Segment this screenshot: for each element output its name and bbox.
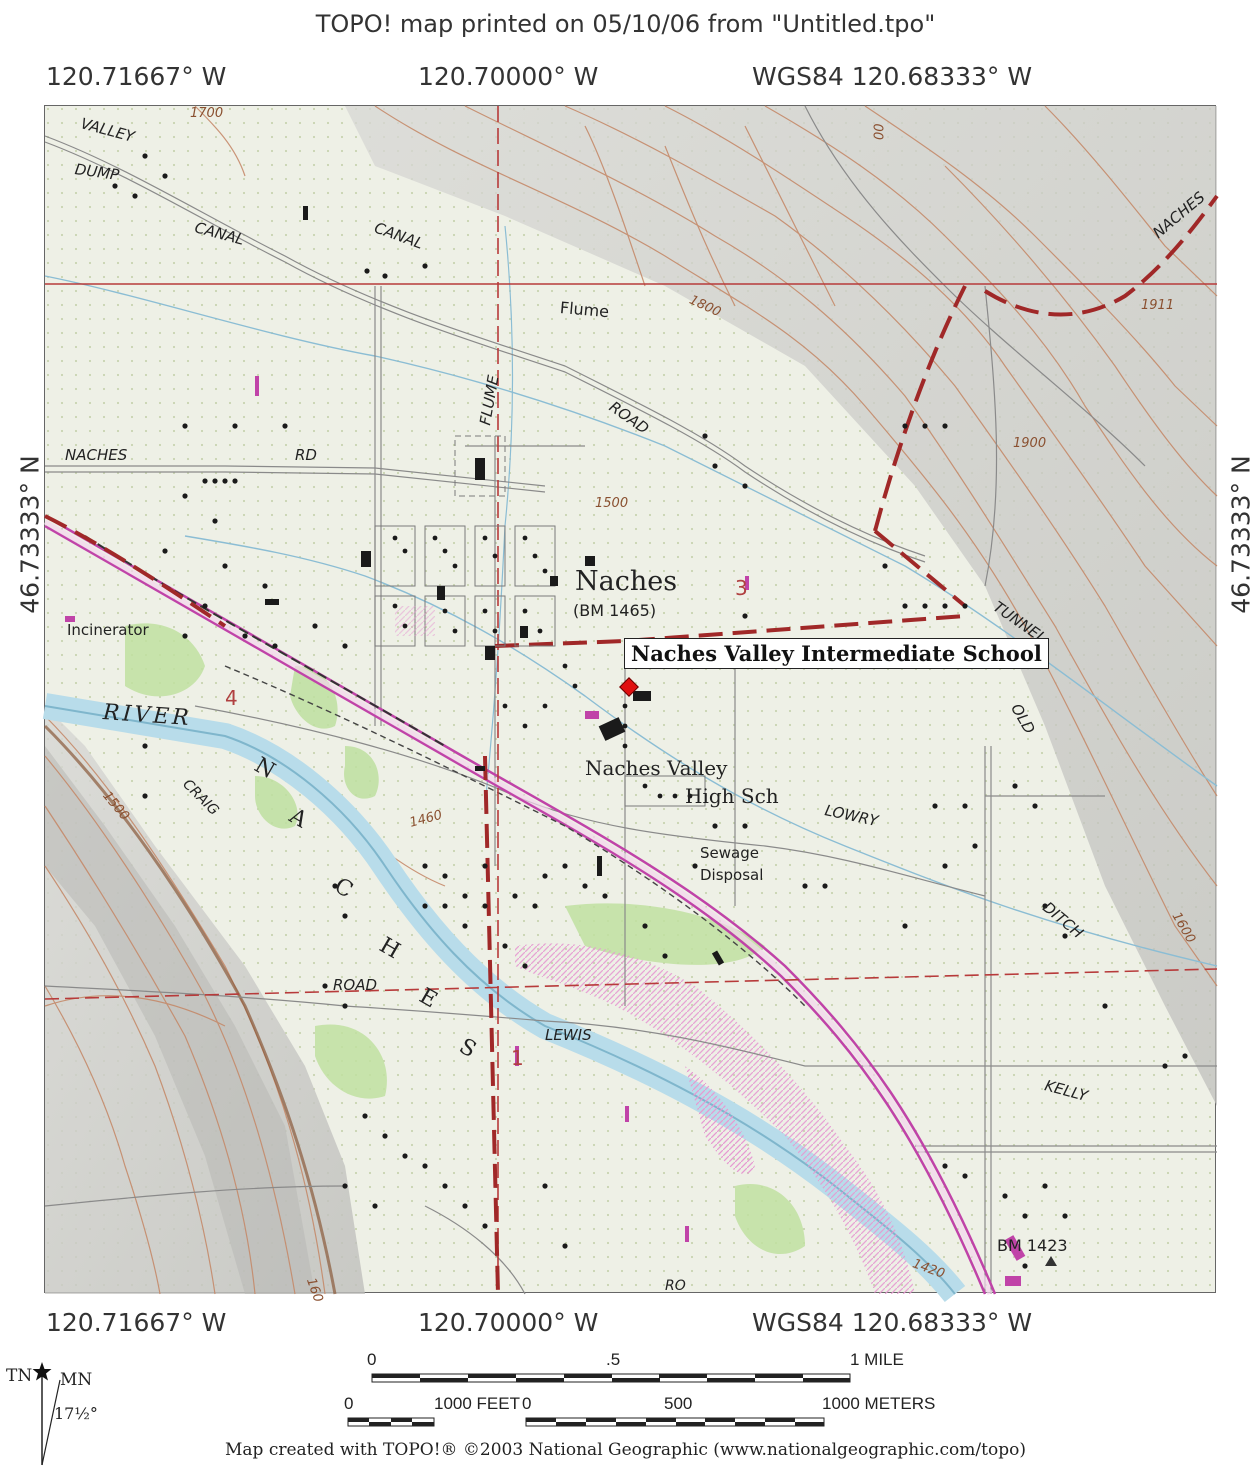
northeast-hills bbox=[345, 106, 1217, 1106]
scale-mile-zero: 0 bbox=[367, 1350, 377, 1369]
pink-features bbox=[65, 376, 1026, 1286]
longitude-bottom-right: WGS84 120.68333° W bbox=[752, 1308, 1033, 1337]
contour-1500-north: 1500 bbox=[595, 496, 629, 511]
contour-00: 00 bbox=[869, 123, 885, 141]
contours-northeast bbox=[194, 105, 1218, 987]
scale-bars: 0 .5 1 MILE 0 1000 FEET 0 500 1000 METER… bbox=[340, 1346, 940, 1436]
longitude-top-left: 120.71667° W bbox=[46, 62, 227, 91]
north-arrow: TN MN 17½° bbox=[0, 1360, 120, 1470]
section-1: 1 bbox=[511, 1046, 524, 1070]
town-grid bbox=[374, 435, 706, 807]
section-lines bbox=[44, 106, 1218, 1294]
contour-1900: 1900 bbox=[1013, 436, 1047, 451]
scale-meters-zero: 0 bbox=[522, 1394, 532, 1413]
label-road-south: ROAD bbox=[333, 976, 378, 994]
school-callout-label[interactable]: Naches Valley Intermediate School bbox=[624, 638, 1049, 669]
buildings bbox=[112, 153, 1188, 1269]
gravel-bars bbox=[515, 943, 915, 1294]
latitude-left: 46.73333° N bbox=[15, 455, 45, 614]
longitude-bottom-left: 120.71667° W bbox=[46, 1308, 227, 1337]
map-credit: Map created with TOPO!® ©2003 National G… bbox=[225, 1440, 1026, 1460]
scale-feet-1000: 1000 FEET bbox=[434, 1394, 520, 1413]
label-high-school-line2: High Sch bbox=[685, 784, 779, 808]
declination-label: 17½° bbox=[54, 1404, 98, 1423]
label-incinerator: Incinerator bbox=[67, 621, 149, 639]
label-disposal: Disposal bbox=[700, 866, 764, 884]
latitude-right: 46.73333° N bbox=[1226, 455, 1256, 614]
topographic-map[interactable]: VALLEY DUMP CANAL CANAL Flume FLUME ROAD… bbox=[42, 105, 1219, 1304]
label-naches-road: NACHES bbox=[65, 446, 128, 464]
section-3: 3 bbox=[735, 576, 748, 600]
north-arrow-graphic bbox=[32, 1362, 61, 1466]
longitude-bottom-center: 120.70000° W bbox=[418, 1308, 599, 1337]
railroad-highway bbox=[43, 514, 997, 1295]
scale-bar-graphic bbox=[347, 1373, 851, 1427]
scale-mile-one: 1 MILE bbox=[850, 1350, 904, 1369]
highlighted-roads bbox=[44, 194, 1219, 1295]
true-north-label: TN bbox=[6, 1366, 33, 1386]
label-sewage: Sewage bbox=[700, 844, 759, 862]
label-high-school-line1: Naches Valley bbox=[585, 756, 728, 780]
label-rd: RD bbox=[295, 446, 317, 464]
section-4: 4 bbox=[225, 686, 238, 710]
magnetic-north-label: MN bbox=[60, 1370, 93, 1390]
label-bm-1423: BM 1423 bbox=[997, 1236, 1068, 1255]
label-naches-town: Naches bbox=[575, 566, 678, 597]
scale-meters-1000: 1000 METERS bbox=[822, 1394, 936, 1413]
scale-mile-half: .5 bbox=[606, 1350, 621, 1369]
label-lewis: LEWIS bbox=[545, 1026, 592, 1044]
label-ro: RO bbox=[665, 1278, 686, 1294]
longitude-top-center: 120.70000° W bbox=[418, 62, 599, 91]
scale-feet-zero: 0 bbox=[344, 1394, 354, 1413]
map-title: TOPO! map printed on 05/10/06 from "Unti… bbox=[315, 10, 936, 38]
contour-1700: 1700 bbox=[190, 106, 224, 121]
map-graphics bbox=[42, 105, 1219, 1303]
longitude-top-right: WGS84 120.68333° W bbox=[752, 62, 1033, 91]
benchmark-marks bbox=[1045, 1256, 1057, 1266]
label-bm-1465: (BM 1465) bbox=[573, 601, 657, 620]
scale-meters-500: 500 bbox=[664, 1394, 693, 1413]
contour-1911: 1911 bbox=[1141, 298, 1175, 313]
